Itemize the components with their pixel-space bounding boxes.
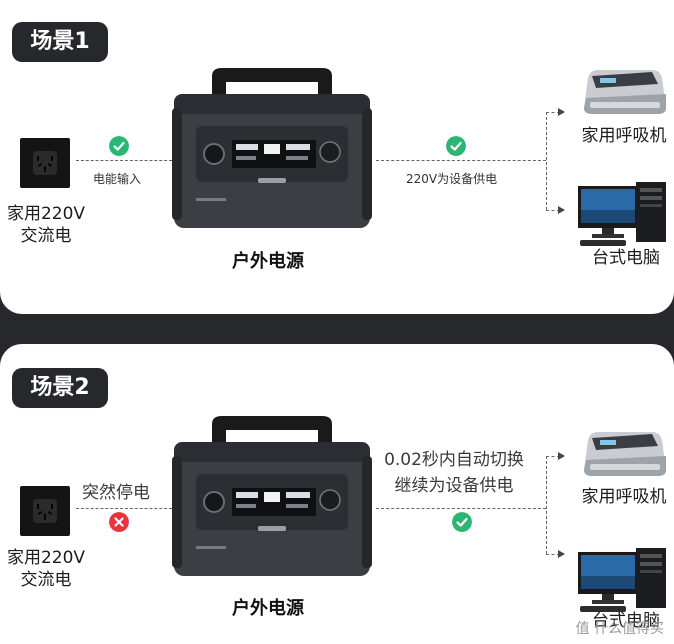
output-branch (546, 456, 547, 554)
source-line-2: 交流电 (20, 570, 72, 590)
output-branch (546, 112, 547, 210)
scene-1-tag: 场景1 (12, 22, 108, 62)
source-line-2: 交流电 (20, 226, 72, 246)
check-icon (446, 136, 466, 156)
scene-1-panel: 场景1 家用220V 交流电 电能输入 户外电源 220V为设备供电 家用呼吸机… (0, 0, 674, 314)
load-1-label: 家用呼吸机 (581, 487, 667, 507)
desktop-computer-icon (578, 182, 666, 246)
check-icon (109, 136, 129, 156)
load-1-label: 家用呼吸机 (581, 126, 667, 146)
switchover-line-1: 0.02秒内自动切换 (384, 450, 524, 470)
cross-icon (109, 512, 129, 532)
input-connector (76, 160, 172, 161)
scene-2-tag: 场景2 (12, 368, 108, 408)
watermark: 值 什么值得买 (575, 621, 664, 637)
arrow-icon (558, 452, 565, 460)
input-label: 电能输入 (93, 172, 142, 186)
switchover-line-2: 继续为设备供电 (394, 476, 514, 496)
switchover-label: 0.02秒内自动切换 继续为设备供电 (376, 447, 532, 499)
scene-2-source-label: 家用220V 交流电 (0, 547, 92, 591)
output-connector (376, 160, 546, 161)
scene-1-source-label: 家用220V 交流电 (0, 203, 92, 247)
scene-2-panel: 场景2 家用220V 交流电 突然停电 户外电源 0.02秒内自动切换 继续为设… (0, 344, 674, 644)
wall-socket-icon (20, 138, 70, 188)
wall-socket-icon (20, 486, 70, 536)
power-station-icon (172, 68, 372, 229)
input-connector (76, 508, 172, 509)
load-2-label: 台式电脑 (592, 248, 660, 268)
scene-1-device-label: 户外电源 (232, 251, 304, 272)
output-connector (376, 508, 546, 509)
arrow-icon (558, 108, 565, 116)
arrow-icon (558, 550, 565, 558)
check-icon (452, 512, 472, 532)
branch-bottom (546, 554, 560, 555)
ventilator-icon (584, 432, 666, 476)
branch-top (546, 112, 560, 113)
branch-top (546, 456, 560, 457)
ventilator-icon (584, 70, 666, 114)
source-line-1: 家用220V (6, 204, 86, 224)
load-2-label: 台式电脑 (592, 611, 660, 631)
power-station-icon (172, 416, 372, 577)
scene-2-device-label: 户外电源 (232, 598, 304, 619)
source-line-1: 家用220V (6, 548, 86, 568)
desktop-computer-icon (578, 548, 666, 612)
branch-bottom (546, 210, 560, 211)
output-label: 220V为设备供电 (406, 172, 498, 186)
outage-label: 突然停电 (82, 483, 150, 503)
arrow-icon (558, 206, 565, 214)
